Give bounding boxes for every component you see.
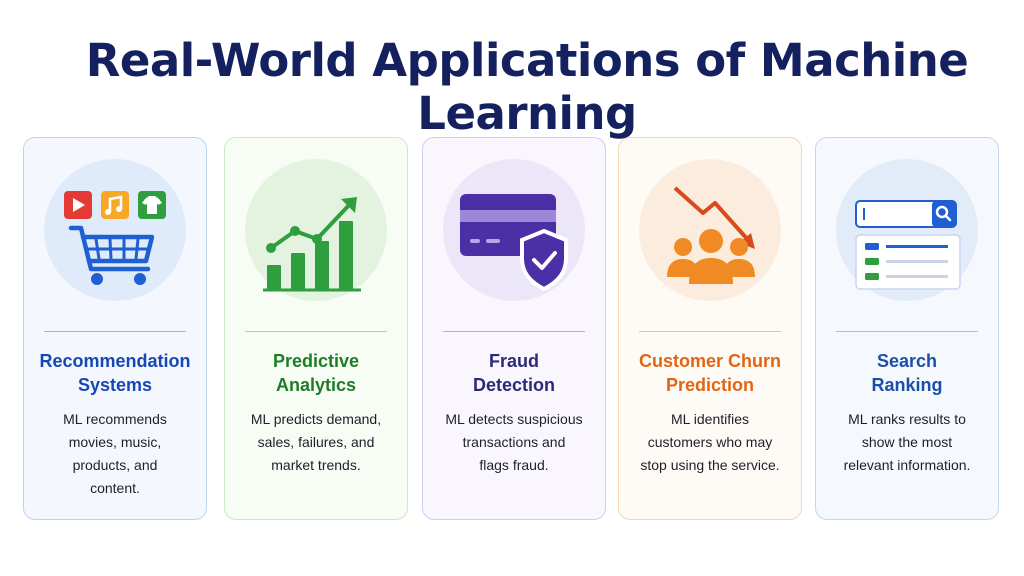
music-icon: [101, 191, 129, 219]
churn-icon-group: [639, 159, 781, 301]
card-title: Fraud Detection: [472, 351, 555, 395]
card-description: ML recommends movies, music, products, a…: [63, 411, 167, 496]
card-search-ranking: Search Ranking ML ranks results to show …: [815, 137, 999, 520]
card-title: Predictive Analytics: [272, 351, 360, 395]
card-divider: [639, 331, 781, 332]
card-predictive-analytics: Predictive Analytics ML predicts demand,…: [224, 137, 408, 520]
fraud-icon-group: [443, 159, 585, 301]
card-customer-churn: Customer Churn Prediction ML identifies …: [618, 137, 802, 520]
search-icon-group: [836, 159, 978, 301]
down-arrow-icon: [673, 186, 755, 249]
card-divider: [443, 331, 585, 332]
card-divider: [245, 331, 387, 332]
card-title: Search Ranking: [871, 351, 943, 395]
play-icon: [64, 191, 92, 219]
card-title: Recommendation Systems: [39, 351, 191, 395]
shield-check-icon: [520, 228, 568, 292]
card-fraud-detection: Fraud Detection ML detects suspicious tr…: [422, 137, 606, 520]
card-description: ML predicts demand, sales, failures, and…: [250, 411, 382, 473]
trend-chart-icon: [263, 197, 361, 292]
ranked-list-icon: [855, 234, 961, 290]
card-divider: [836, 331, 978, 332]
card-description: ML ranks results to show the most releva…: [843, 411, 971, 473]
people-icon: [667, 229, 755, 284]
page-title: Real-World Applications of Machine Learn…: [85, 34, 969, 140]
recommendation-icon-group: [44, 159, 186, 301]
card-description: ML detects suspicious transactions and f…: [445, 411, 583, 473]
card-divider: [44, 331, 186, 332]
predictive-icon-group: [245, 159, 387, 301]
card-title: Customer Churn Prediction: [638, 351, 781, 395]
shirt-icon: [138, 191, 166, 219]
search-bar-icon: [855, 200, 957, 228]
card-recommendation-systems: Recommendation Systems ML recommends mov…: [23, 137, 207, 520]
shopping-cart-icon: [68, 225, 155, 285]
card-description: ML identifies customers who may stop usi…: [640, 411, 780, 473]
